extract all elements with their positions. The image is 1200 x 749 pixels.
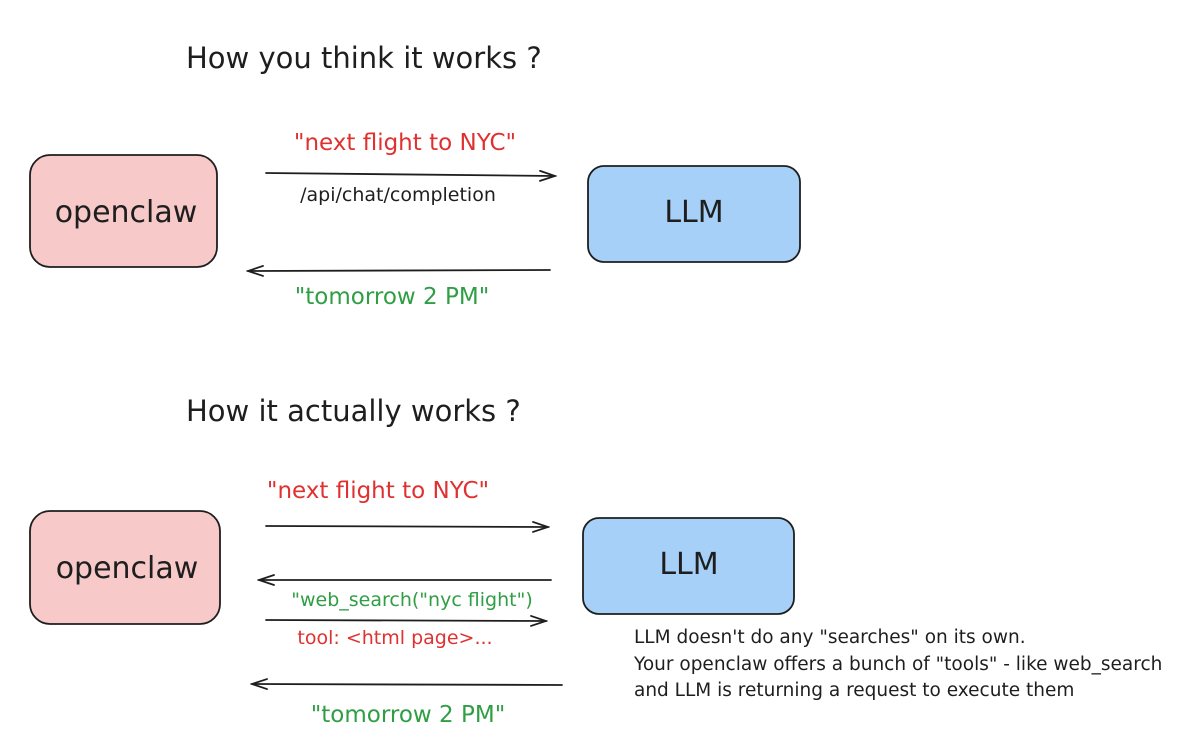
bottom-response-arrow — [252, 684, 563, 685]
bottom-request-text: "next flight to NYC" — [267, 478, 489, 504]
bottom-openclaw-rect — [29, 510, 221, 625]
bottom-note: LLM doesn't do any "searches" on its own… — [633, 627, 1162, 701]
note-line-3: and LLM is returning a request to execut… — [634, 680, 1074, 701]
top-llm-label: LLM — [664, 195, 723, 230]
top-openclaw-rect — [29, 154, 218, 268]
note-line-2: Your openclaw offers a bunch of "tools" … — [633, 654, 1162, 675]
top-openclaw-label: openclaw — [55, 195, 198, 230]
bottom-llm-box: LLM — [582, 517, 795, 615]
bottom-openclaw-box: openclaw — [29, 510, 221, 625]
bottom-tool-result-arrow — [265, 620, 546, 621]
top-response-text: "tomorrow 2 PM" — [295, 284, 490, 310]
bottom-heading: How it actually works ? — [186, 394, 521, 428]
top-response-arrow — [248, 270, 551, 271]
note-line-1: LLM doesn't do any "searches" on its own… — [634, 627, 1026, 648]
top-heading: How you think it works ? — [186, 41, 542, 75]
top-endpoint-text: /api/chat/completion — [300, 184, 496, 206]
top-openclaw-box: openclaw — [29, 154, 218, 268]
top-request-text: "next flight to NYC" — [294, 130, 516, 156]
top-request-arrow — [265, 173, 555, 176]
bottom-tool-result-text: tool: <html page>... — [297, 627, 492, 649]
top-llm-rect — [587, 165, 801, 263]
bottom-request-arrow — [265, 526, 548, 527]
bottom-llm-rect — [582, 517, 795, 615]
bottom-llm-label: LLM — [659, 547, 718, 582]
bottom-tool-call-text: "web_search("nyc flight") — [291, 589, 533, 611]
top-llm-box: LLM — [587, 165, 801, 263]
bottom-openclaw-label: openclaw — [56, 551, 199, 586]
bottom-response-text: "tomorrow 2 PM" — [311, 702, 506, 728]
